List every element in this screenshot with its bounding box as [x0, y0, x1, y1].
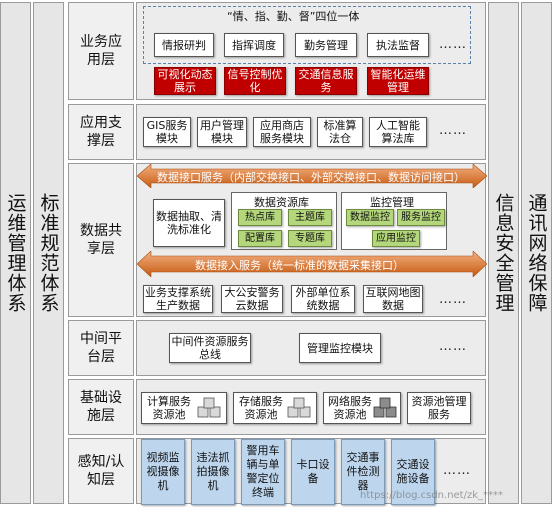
- sensing-event-detector: 交通事件检测器: [341, 439, 385, 505]
- storage-server-icon: [287, 397, 311, 418]
- watermark: https://blog.csdn.net/zk_****: [360, 490, 504, 501]
- sensing-layer: 视频监视摄像机 违法抓拍摄像机 警用车辆与单警定位终端 卡口设备 交通事件检测器…: [136, 438, 486, 505]
- business-banner: “情、指、勤、督”四位一体: [227, 10, 360, 23]
- sensing-more: ……: [443, 463, 471, 478]
- business-dashed-frame: [143, 6, 471, 64]
- data-source-business: 业务支撑系统生产数据: [143, 285, 213, 313]
- resource-db-panel: 数据资源库 热点库 主题库 配置库 专题库: [231, 192, 337, 250]
- resource-db-topic: 专题库: [288, 230, 332, 247]
- business-item-supervision: 执法监督: [367, 33, 429, 57]
- network-server-icon: [373, 397, 397, 418]
- middle-layer-label-text: 中间平台层: [80, 331, 122, 365]
- middle-item-monitor: 管理监控模块: [299, 333, 381, 363]
- support-layer-label: 应用支撑层: [68, 104, 134, 160]
- compute-server-icon: [197, 397, 221, 418]
- business-red-signal: 信号控制优化: [224, 67, 286, 95]
- data-layer-label-text: 数据共享层: [80, 223, 122, 257]
- middle-layer: 中间件资源服务总线 管理监控模块 ……: [136, 320, 486, 376]
- business-item-intel: 情报研判: [154, 33, 214, 57]
- support-layer-label-text: 应用支撑层: [80, 115, 122, 149]
- business-red-traffic: 交通信息服务: [295, 67, 357, 95]
- monitor-app: 应用监控: [372, 230, 420, 247]
- infra-layer-label: 基础设施层: [68, 379, 134, 435]
- infra-network: 网络服务资源池: [323, 392, 401, 424]
- infra-pool-management: 资源池管理服务: [407, 392, 471, 424]
- data-source-external: 外部单位系统数据: [291, 285, 355, 313]
- business-layer-label-text: 业务应用层: [80, 34, 122, 68]
- sensing-checkpoint: 卡口设备: [291, 439, 335, 505]
- data-more: ……: [439, 292, 467, 307]
- sensing-video-camera: 视频监视摄像机: [141, 439, 185, 505]
- infra-compute-label: 计算服务资源池: [147, 395, 191, 421]
- infra-storage-label: 存储服务资源池: [239, 395, 283, 421]
- business-item-duty: 勤务管理: [295, 33, 357, 57]
- ops-management-column: 运维管理体系: [0, 2, 31, 504]
- support-item-gis: GIS服务模块: [143, 117, 191, 147]
- interface-arrow-label: 数据接口服务（内部交换接口、外部交换接口、数据访问接口）: [157, 171, 465, 184]
- monitor-service: 服务监控: [397, 209, 445, 226]
- data-source-internet-map: 互联网地图数据: [363, 285, 423, 313]
- resource-db-config: 配置库: [238, 230, 282, 247]
- ingest-arrow: [137, 251, 487, 277]
- business-layer: “情、指、勤、督”四位一体 情报研判 指挥调度 勤务管理 执法监督 …… 可视化…: [136, 2, 486, 100]
- business-layer-label: 业务应用层: [68, 2, 134, 100]
- support-item-store: 应用商店服务模块: [253, 117, 311, 147]
- infra-network-label: 网络服务资源池: [328, 395, 372, 421]
- support-item-ai-algo: 人工智能算法库: [369, 117, 427, 147]
- sensing-police-terminal: 警用车辆与单警定位终端: [241, 439, 285, 505]
- standards-column: 标准规范体系: [33, 2, 64, 504]
- interface-arrow: [137, 164, 487, 188]
- standards-label: 标准规范体系: [37, 193, 60, 313]
- data-extract-box: 数据抽取、清洗标准化: [153, 199, 225, 247]
- support-layer: GIS服务模块 用户管理模块 应用商店服务模块 标准算法仓 人工智能算法库 ……: [136, 104, 486, 160]
- monitor-title: 监控管理: [370, 196, 414, 209]
- ingest-arrow-label: 数据接入服务（统一标准的数据采集接口）: [195, 259, 404, 272]
- ops-management-label: 运维管理体系: [4, 193, 27, 313]
- monitor-data: 数据监控: [346, 209, 394, 226]
- data-source-police-cloud: 大公安警务云数据: [221, 285, 283, 313]
- data-layer-label: 数据共享层: [68, 163, 134, 317]
- infra-layer-label-text: 基础设施层: [80, 390, 122, 424]
- monitor-panel: 监控管理 数据监控 服务监控 应用监控: [341, 192, 447, 250]
- middle-item-bus: 中间件资源服务总线: [169, 333, 251, 363]
- middle-layer-label: 中间平台层: [68, 320, 134, 376]
- support-item-user: 用户管理模块: [197, 117, 247, 147]
- info-security-column: 信息安全管理: [488, 2, 519, 504]
- middle-more: ……: [439, 339, 467, 354]
- sensing-layer-label: 感知/认知层: [68, 438, 134, 504]
- business-item-dispatch: 指挥调度: [224, 33, 284, 57]
- resource-db-title: 数据资源库: [254, 196, 309, 209]
- info-security-label: 信息安全管理: [492, 193, 515, 313]
- infra-layer: 计算服务资源池 存储服务资源池 网络服务资源池 资源池管理服务: [136, 379, 486, 435]
- resource-db-hot: 热点库: [238, 209, 282, 226]
- resource-db-theme: 主题库: [288, 209, 332, 226]
- support-item-algo-warehouse: 标准算法仓: [317, 117, 363, 147]
- comm-network-column: 通讯网络保障: [521, 2, 552, 504]
- support-more: ……: [439, 123, 467, 138]
- sensing-violation-camera: 违法抓拍摄像机: [191, 439, 235, 505]
- business-red-ops: 智能化运维管理: [367, 67, 429, 95]
- data-layer: 数据接口服务（内部交换接口、外部交换接口、数据访问接口） 数据抽取、清洗标准化 …: [136, 163, 487, 317]
- sensing-layer-label-text: 感知/认知层: [77, 454, 125, 488]
- sensing-facility-equipment: 交通设施设备: [391, 439, 435, 505]
- comm-network-label: 通讯网络保障: [525, 193, 548, 313]
- business-more: ……: [439, 37, 467, 52]
- business-red-visual: 可视化动态展示: [154, 67, 216, 95]
